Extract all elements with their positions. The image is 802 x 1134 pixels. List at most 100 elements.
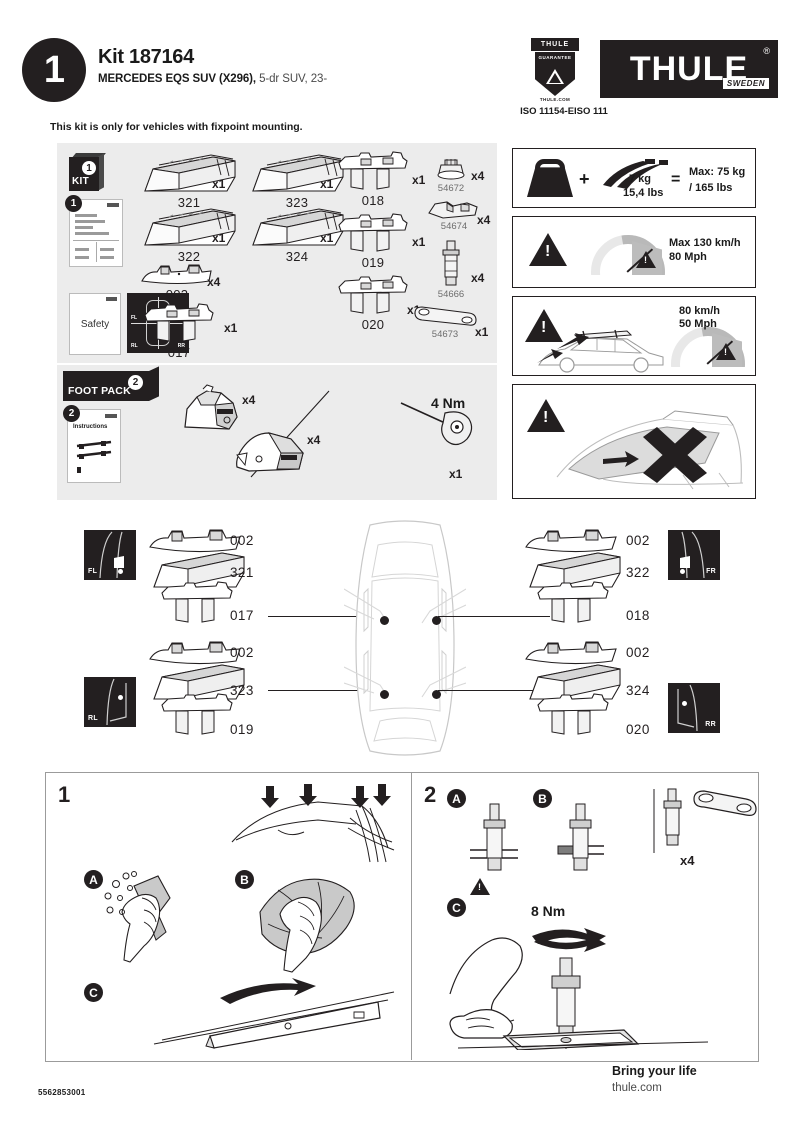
warning-triangle-icon: [525, 309, 563, 342]
assembly-exploded-icon: [149, 641, 245, 735]
thumbnail-front-left: FL: [84, 530, 136, 580]
part-020-label: 020: [361, 317, 385, 332]
warning-triangle-icon: [527, 399, 565, 432]
pos-card-rl: RL: [131, 343, 138, 349]
vehicle-model: MERCEDES EQS SUV (X296),: [98, 73, 257, 85]
part-002-label: 002: [165, 287, 189, 302]
clip-illustration: [338, 151, 408, 190]
step2-bolt-qty: x4: [680, 853, 695, 868]
part-017-qty: x1: [224, 321, 238, 335]
doc-line: [75, 214, 97, 217]
part-018-label: 018: [361, 193, 385, 208]
position-reference-card: FL FR RL RR: [127, 293, 189, 353]
rl-door-icon: [106, 678, 127, 726]
hardware-54666-qty: x4: [471, 271, 485, 285]
bolt-position-a-icon: [470, 803, 518, 871]
part-018-qty: x1: [412, 173, 426, 187]
rr-leader-line: [438, 690, 550, 691]
speedometer-icon: [591, 235, 665, 275]
foot-pack-doc-badge: 2: [63, 405, 80, 422]
part-322-label: 322: [177, 249, 201, 264]
iso-certification-badge: THULE GUARANTEE THULE.COM ISO 11154-EISO…: [520, 38, 608, 117]
rl-code-323: 323: [230, 683, 254, 698]
bolt-plate-icon: [653, 788, 757, 853]
safety-document-icon: Safety: [69, 293, 121, 355]
thule-logo: THULE ® SWEDEN: [600, 40, 778, 98]
pos-card-fl: FL: [131, 315, 138, 321]
part-020: 020: [335, 275, 411, 332]
fr-fixpoint-dot: [680, 569, 685, 574]
fr-leader-line: [438, 616, 550, 617]
bolt-illustration: [442, 240, 460, 286]
doc-line: [75, 226, 93, 229]
kit-step-number: 1: [22, 38, 86, 102]
step2-warning-icon: [470, 878, 490, 895]
brand-tagline: Bring your life: [612, 1064, 697, 1078]
load-bars-icon: [599, 157, 671, 189]
fr-assembly-illustration: [520, 525, 650, 630]
sunroof-warning-panel: [512, 384, 756, 499]
part-017: 017: [141, 303, 217, 360]
kit-box-label: KIT: [72, 176, 90, 187]
speedometer-icon: [671, 327, 745, 367]
vehicle-subtitle: MERCEDES EQS SUV (X296), 5-dr SUV, 23-: [98, 73, 327, 85]
fl-leader-line: [268, 616, 380, 617]
clip-illustration: [338, 213, 408, 252]
max-speed-mph: 80 Mph: [669, 251, 707, 263]
max-load-lbs: / 165 lbs: [689, 182, 733, 194]
hardware-54673: 54673: [409, 305, 481, 340]
car-topview-icon: [344, 520, 466, 756]
doc-line: [75, 220, 105, 223]
doc-barcode-icon: [105, 414, 117, 418]
part-322: 322: [139, 205, 239, 264]
bar-weight-lbs: 15,4 lbs: [623, 187, 664, 199]
rr-code-324: 324: [626, 683, 650, 698]
step-2-number: 2: [424, 782, 437, 807]
fl-tag: FL: [88, 568, 98, 575]
rl-code-019: 019: [230, 722, 254, 737]
vehicle-variant: 5-dr SUV, 23-: [256, 73, 328, 85]
foot-pack-label: FOOT PACK: [68, 385, 131, 397]
max-speed-kmh: Max 130 km/h: [669, 237, 741, 249]
hardware-54674-label: 54674: [440, 221, 468, 232]
part-019-qty: x1: [412, 235, 426, 249]
part-321: 321: [139, 151, 239, 210]
hardware-54666-label: 54666: [437, 289, 465, 300]
pad-illustration: [252, 208, 344, 246]
step2-tighten-illustration: [448, 920, 738, 1050]
bar-weight-kg: 7 kg: [629, 173, 652, 185]
rr-code-020: 020: [626, 722, 650, 737]
step-1-number: 1: [58, 782, 71, 807]
foot-pack-doc-label: Instructions: [73, 424, 108, 430]
torque-key-illustration: [399, 395, 479, 453]
rl-fixpoint-dot: [118, 695, 123, 700]
wrench-plate-illustration: [414, 306, 477, 326]
fixpoint-note: This kit is only for vehicles with fixpo…: [50, 121, 303, 133]
foot-illustration-upper: [177, 383, 247, 435]
step2-bolt-b-illustration: [552, 800, 608, 876]
doc-line: [75, 256, 89, 259]
guarantee-label: GUARANTEE: [538, 55, 572, 60]
sunroof-icon: [556, 410, 744, 490]
fixpoint-front-left-dot: [380, 616, 389, 625]
part-322-qty: x1: [212, 231, 226, 245]
fr-tag: FR: [706, 568, 716, 575]
step2-bolt-plate-group: [650, 787, 760, 859]
fr-code-322: 322: [626, 565, 650, 580]
safety-label: Safety: [80, 318, 110, 330]
clip-illustration: [338, 275, 408, 314]
roof-arrows-icon: [231, 784, 395, 863]
weight-body-icon: [527, 167, 573, 197]
bracket-illustration: [141, 264, 212, 285]
car-with-load-illustration: [531, 329, 671, 373]
rl-tag: RL: [88, 715, 98, 722]
rr-fixpoint-dot: [682, 701, 687, 706]
max-load-kg: Max: 75 kg: [689, 166, 746, 178]
guarantee-shield-icon: GUARANTEE: [535, 52, 575, 96]
brand-url[interactable]: thule.com: [612, 1082, 662, 1094]
nut-illustration: [437, 159, 465, 180]
warning-triangle-icon: [529, 233, 567, 266]
hardware-54672: 54672: [423, 157, 479, 194]
part-017-label: 017: [167, 345, 191, 360]
